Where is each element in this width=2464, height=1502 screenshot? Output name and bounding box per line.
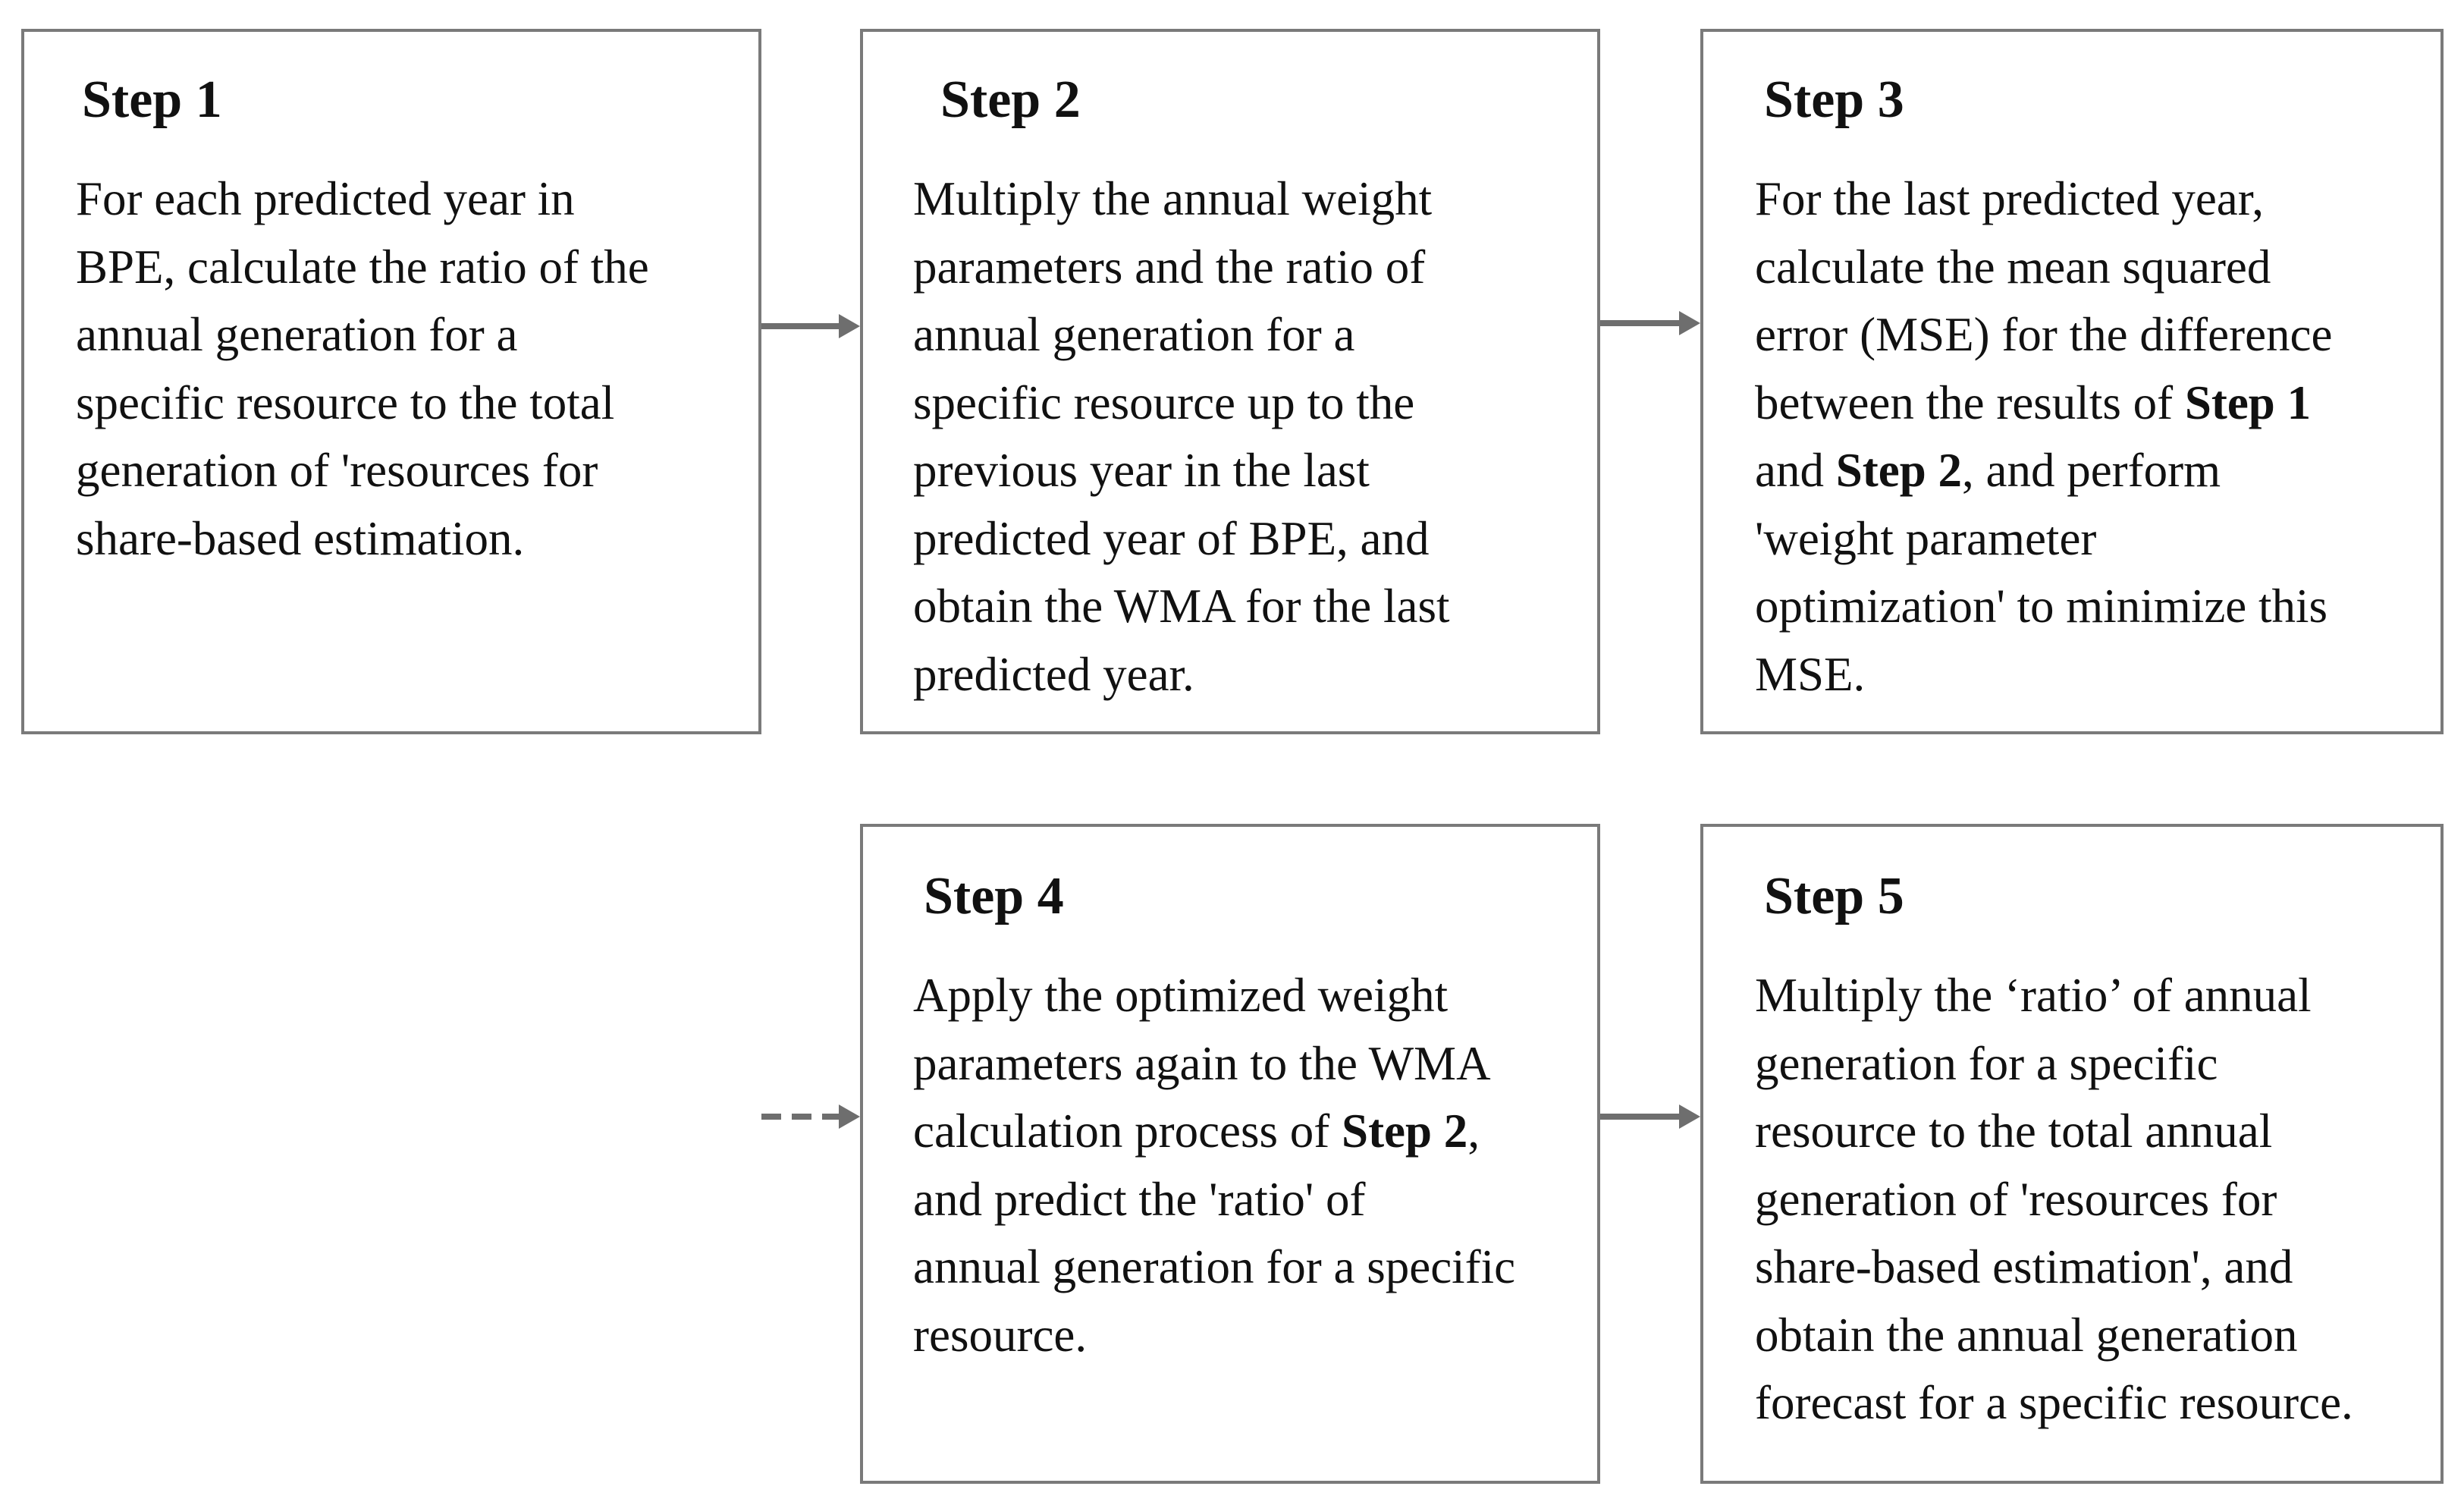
text-segment: Multiply the ‘ratio’ of annual bbox=[1755, 969, 2312, 1022]
step-text-line: obtain the WMA for the last bbox=[913, 573, 1449, 641]
step-text-line: Multiply the annual weight bbox=[913, 165, 1449, 234]
step-text-line: calculation process of Step 2, bbox=[913, 1098, 1515, 1166]
text-segment: specific resource to the total bbox=[76, 376, 615, 429]
text-segment: parameters and the ratio of bbox=[913, 240, 1426, 294]
step-text-line: specific resource up to the bbox=[913, 369, 1449, 438]
step-text-line: annual generation for a bbox=[76, 301, 649, 369]
text-segment: error (MSE) for the difference bbox=[1755, 308, 2333, 361]
step-1-box: Step 1 For each predicted year in BPE, ca… bbox=[21, 29, 761, 734]
step-text-line: annual generation for a specific bbox=[913, 1233, 1515, 1302]
step-3-text: For the last predicted year, calculate th… bbox=[1755, 165, 2332, 709]
step-text-line: error (MSE) for the difference bbox=[1755, 301, 2332, 369]
arrow-step2-to-step3 bbox=[1600, 311, 1700, 335]
step-4-box: Step 4 Apply the optimized weight paramet… bbox=[860, 824, 1600, 1484]
text-segment: annual generation for a bbox=[76, 308, 518, 361]
step-3-box: Step 3 For the last predicted year, calcu… bbox=[1700, 29, 2444, 734]
step-text-line: optimization' to minimize this bbox=[1755, 573, 2332, 641]
step-5-box: Step 5 Multiply the ‘ratio’ of annual gen… bbox=[1700, 824, 2444, 1484]
step-2-text: Multiply the annual weight parameters and… bbox=[913, 165, 1449, 709]
step-text-line: between the results of Step 1 bbox=[1755, 369, 2332, 438]
dashed-arrow-to-step4 bbox=[761, 1105, 860, 1129]
step-text-line: share-based estimation', and bbox=[1755, 1233, 2353, 1302]
step-1-title: Step 1 bbox=[82, 71, 222, 129]
step-text-line: calculate the mean squared bbox=[1755, 234, 2332, 302]
text-segment: obtain the WMA for the last bbox=[913, 580, 1450, 633]
text-segment: 'weight parameter bbox=[1755, 511, 2097, 565]
step-text-line: obtain the annual generation bbox=[1755, 1302, 2353, 1370]
step-5-title: Step 5 bbox=[1764, 867, 1904, 925]
step-text-line: resource to the total annual bbox=[1755, 1098, 2353, 1166]
step-text-line: and predict the 'ratio' of bbox=[913, 1166, 1515, 1234]
step-text-line: For the last predicted year, bbox=[1755, 165, 2332, 234]
text-segment: resource. bbox=[913, 1308, 1088, 1362]
step-text-line: parameters again to the WMA bbox=[913, 1030, 1515, 1098]
text-segment: , bbox=[1467, 1105, 1480, 1158]
arrow-step4-to-step5 bbox=[1600, 1105, 1700, 1129]
text-segment: predicted year of BPE, and bbox=[913, 511, 1430, 565]
step-text-line: 'weight parameter bbox=[1755, 505, 2332, 573]
step-2-box: Step 2 Multiply the annual weight paramet… bbox=[860, 29, 1600, 734]
step-text-line: MSE. bbox=[1755, 641, 2332, 709]
text-segment: and predict the 'ratio' of bbox=[913, 1172, 1366, 1226]
step-text-line: generation of 'resources for bbox=[76, 437, 649, 505]
arrow-step1-to-step2 bbox=[761, 314, 860, 338]
text-segment: optimization' to minimize this bbox=[1755, 580, 2328, 633]
text-segment: specific resource up to the bbox=[913, 376, 1415, 429]
text-segment: For each predicted year in bbox=[76, 172, 575, 225]
text-segment: Multiply the annual weight bbox=[913, 172, 1433, 225]
step-text-line: specific resource to the total bbox=[76, 369, 649, 438]
text-segment: obtain the annual generation bbox=[1755, 1308, 2298, 1362]
step-4-title: Step 4 bbox=[924, 867, 1064, 925]
step-text-line: parameters and the ratio of bbox=[913, 234, 1449, 302]
bold-step-reference: Step 2 bbox=[1835, 444, 1962, 497]
text-segment: previous year in the last bbox=[913, 444, 1370, 497]
text-segment: calculation process of bbox=[913, 1105, 1342, 1158]
text-segment: annual generation for a specific bbox=[913, 1240, 1516, 1293]
text-segment: parameters again to the WMA bbox=[913, 1036, 1491, 1090]
bold-step-reference: Step 1 bbox=[2184, 376, 2312, 429]
text-segment: share-based estimation', and bbox=[1755, 1240, 2293, 1293]
step-text-line: BPE, calculate the ratio of the bbox=[76, 234, 649, 302]
step-text-line: and Step 2, and perform bbox=[1755, 437, 2332, 505]
text-segment: generation of 'resources for bbox=[1755, 1172, 2277, 1226]
step-5-text: Multiply the ‘ratio’ of annual generation… bbox=[1755, 962, 2353, 1438]
step-2-title: Step 2 bbox=[940, 71, 1081, 129]
step-text-line: Multiply the ‘ratio’ of annual bbox=[1755, 962, 2353, 1030]
text-segment: between the results of bbox=[1755, 376, 2185, 429]
step-text-line: generation of 'resources for bbox=[1755, 1166, 2353, 1234]
text-segment: MSE. bbox=[1755, 647, 1866, 701]
step-text-line: For each predicted year in bbox=[76, 165, 649, 234]
step-text-line: annual generation for a bbox=[913, 301, 1449, 369]
text-segment: generation for a specific bbox=[1755, 1036, 2218, 1090]
text-segment: share-based estimation. bbox=[76, 511, 525, 565]
step-text-line: predicted year. bbox=[913, 641, 1449, 709]
step-text-line: Apply the optimized weight bbox=[913, 962, 1515, 1030]
text-segment: Apply the optimized weight bbox=[913, 969, 1449, 1022]
text-segment: annual generation for a bbox=[913, 308, 1355, 361]
text-segment: predicted year. bbox=[913, 647, 1194, 701]
step-text-line: previous year in the last bbox=[913, 437, 1449, 505]
step-text-line: share-based estimation. bbox=[76, 505, 649, 573]
text-segment: forecast for a specific resource. bbox=[1755, 1376, 2353, 1429]
text-segment: calculate the mean squared bbox=[1755, 240, 2271, 294]
step-3-title: Step 3 bbox=[1764, 71, 1904, 129]
step-text-line: resource. bbox=[913, 1302, 1515, 1370]
step-text-line: forecast for a specific resource. bbox=[1755, 1369, 2353, 1438]
text-segment: , and perform bbox=[1962, 444, 2221, 497]
bold-step-reference: Step 2 bbox=[1342, 1105, 1468, 1158]
text-segment: generation of 'resources for bbox=[76, 444, 598, 497]
text-segment: resource to the total annual bbox=[1755, 1105, 2273, 1158]
step-text-line: predicted year of BPE, and bbox=[913, 505, 1449, 573]
text-segment: For the last predicted year, bbox=[1755, 172, 2264, 225]
step-text-line: generation for a specific bbox=[1755, 1030, 2353, 1098]
step-1-text: For each predicted year in BPE, calculate… bbox=[76, 165, 649, 573]
text-segment: BPE, calculate the ratio of the bbox=[76, 240, 649, 294]
text-segment: and bbox=[1755, 444, 1836, 497]
step-4-text: Apply the optimized weight parameters aga… bbox=[913, 962, 1515, 1369]
